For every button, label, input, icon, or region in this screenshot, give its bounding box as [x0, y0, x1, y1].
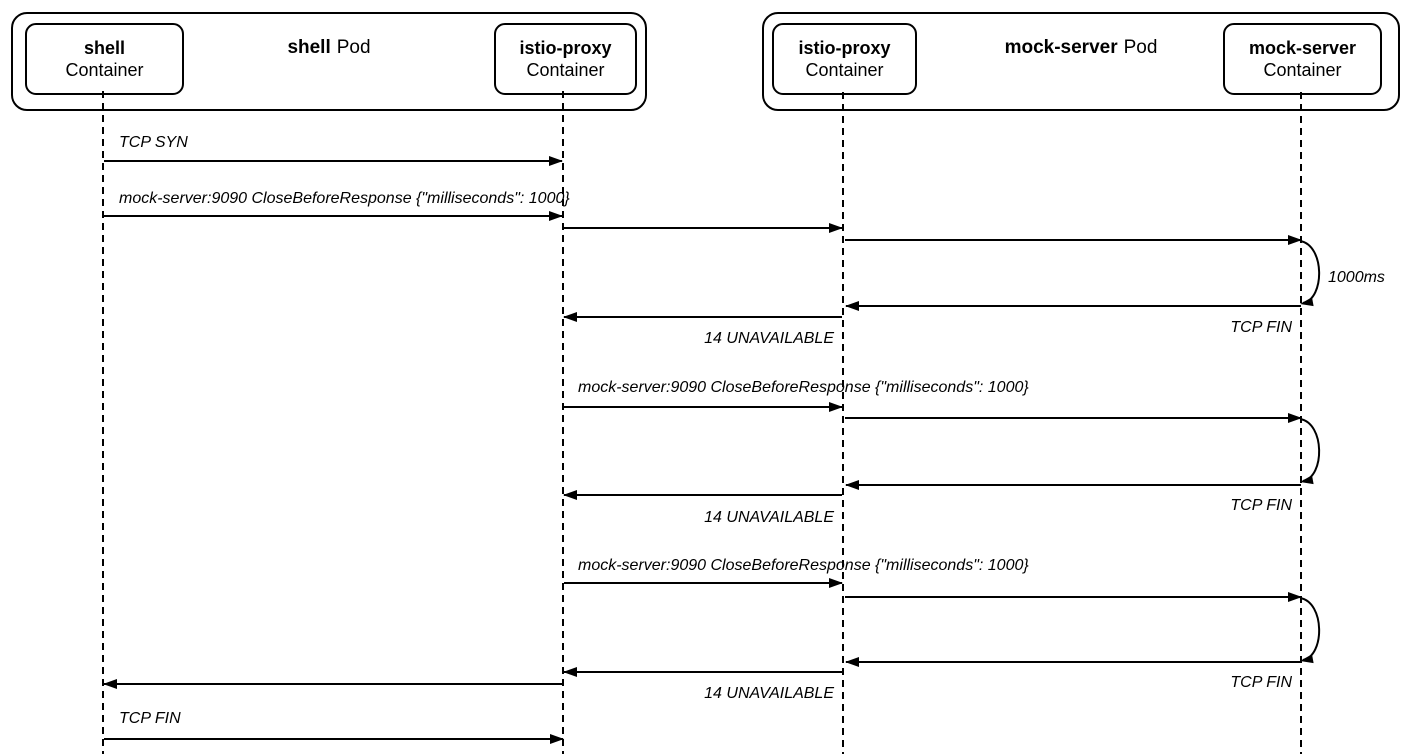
arrow-request-2-proxy-to-proxy: [564, 402, 843, 412]
arrow-unavailable-3: [563, 667, 842, 677]
pod-shell-name: shell: [287, 37, 331, 58]
label-tcp-fin-1: TCP FIN: [1230, 319, 1292, 336]
pod-shell-suffix: Pod: [336, 37, 371, 58]
arrow-return-to-shell: [103, 679, 563, 689]
container-shell-type: Container: [65, 60, 144, 80]
delay-arc-1: [1299, 240, 1321, 307]
arrow-unavailable-1: [563, 312, 842, 322]
label-tcp-syn: TCP SYN: [119, 134, 188, 151]
label-tcp-fin-final: TCP FIN: [119, 710, 181, 727]
container-shell: shell Container: [25, 23, 184, 95]
container-mock-server-type: Container: [1263, 60, 1342, 80]
container-mock-server-name: mock-server: [1248, 38, 1357, 58]
arrow-request-3-proxy-to-mock: [845, 592, 1302, 602]
arrow-request-1-proxy-to-mock: [845, 235, 1302, 245]
container-istio-proxy-shell-pod-type: Container: [526, 60, 605, 80]
arrow-request-3-proxy-to-proxy: [564, 578, 843, 588]
container-istio-proxy-shell-pod: istio-proxy Container: [494, 23, 637, 95]
label-request-1: mock-server:9090 CloseBeforeResponse {"m…: [119, 190, 570, 207]
lifeline-istio-proxy-mock-pod: [842, 92, 844, 754]
arrow-tcp-fin-1: [845, 301, 1301, 311]
lifeline-mock-server: [1300, 92, 1302, 754]
lifeline-shell: [102, 91, 104, 754]
label-delay-1000ms: 1000ms: [1328, 269, 1385, 286]
container-istio-proxy-shell-pod-name: istio-proxy: [519, 38, 612, 58]
lifeline-istio-proxy-shell-pod: [562, 91, 564, 754]
arrow-request-2-proxy-to-mock: [845, 413, 1302, 423]
arrow-request-1-shell-to-proxy: [104, 211, 563, 221]
delay-arc-2: [1299, 418, 1321, 485]
arrow-tcp-fin-final: [104, 734, 564, 744]
arrow-request-1-proxy-to-proxy: [564, 223, 843, 233]
arrow-tcp-fin-2: [845, 480, 1301, 490]
container-istio-proxy-mock-pod-name: istio-proxy: [798, 38, 891, 58]
label-tcp-fin-3: TCP FIN: [1230, 674, 1292, 691]
arrow-tcp-syn: [104, 156, 563, 166]
label-unavailable-3: 14 UNAVAILABLE: [704, 685, 834, 702]
label-request-3: mock-server:9090 CloseBeforeResponse {"m…: [578, 557, 1029, 574]
label-request-2: mock-server:9090 CloseBeforeResponse {"m…: [578, 379, 1029, 396]
container-mock-server: mock-server Container: [1223, 23, 1382, 95]
label-tcp-fin-2: TCP FIN: [1230, 497, 1292, 514]
label-unavailable-2: 14 UNAVAILABLE: [704, 509, 834, 526]
container-shell-name: shell: [83, 38, 126, 58]
container-istio-proxy-mock-pod-type: Container: [805, 60, 884, 80]
pod-mock-server-name: mock-server: [1004, 37, 1118, 58]
container-istio-proxy-mock-pod: istio-proxy Container: [772, 23, 917, 95]
delay-arc-3: [1299, 597, 1321, 664]
arrow-tcp-fin-3: [845, 657, 1301, 667]
label-unavailable-1: 14 UNAVAILABLE: [704, 330, 834, 347]
arrow-unavailable-2: [563, 490, 842, 500]
pod-mock-server-suffix: Pod: [1123, 37, 1158, 58]
